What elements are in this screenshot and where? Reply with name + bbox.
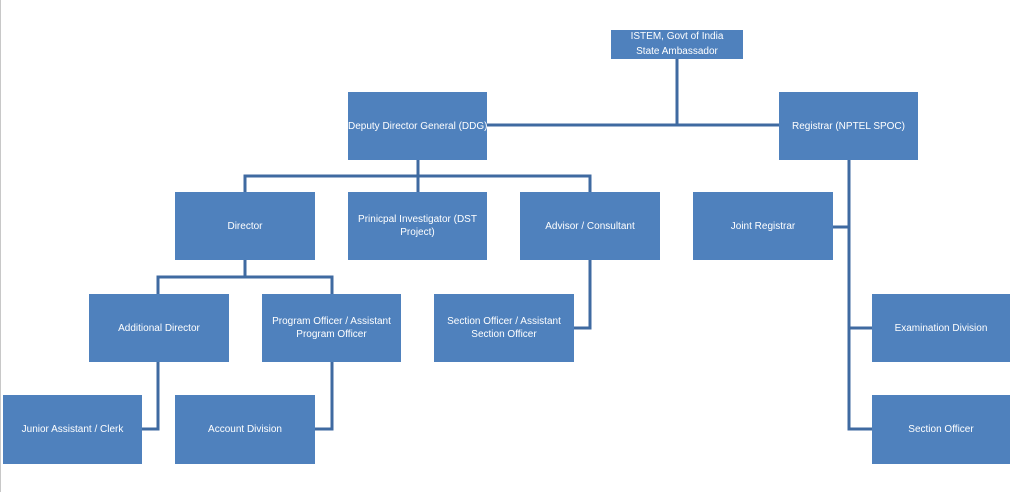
node-joint-registrar: Joint Registrar [693,192,833,260]
node-deputy-director-general: Deputy Director General (DDG) [348,92,487,160]
node-junior-assistant-clerk: Junior Assistant / Clerk [3,395,142,464]
node-examination-division: Examination Division [872,294,1010,362]
node-section-officer: Section Officer [872,395,1010,464]
node-additional-director: Additional Director [89,294,229,362]
node-account-division: Account Division [175,395,315,464]
node-section-officer-assistant: Section Officer / Assistant Section Offi… [434,294,574,362]
node-director: Director [175,192,315,260]
node-advisor-consultant: Advisor / Consultant [520,192,660,260]
node-registrar: Registrar (NPTEL SPOC) [779,92,918,160]
left-edge-line [0,0,1,492]
node-principal-investigator: Prinicpal Investigator (DST Project) [348,192,487,260]
node-program-officer: Program Officer / Assistant Program Offi… [262,294,401,362]
node-istem: ISTEM, Govt of India State Ambassador [611,30,743,59]
